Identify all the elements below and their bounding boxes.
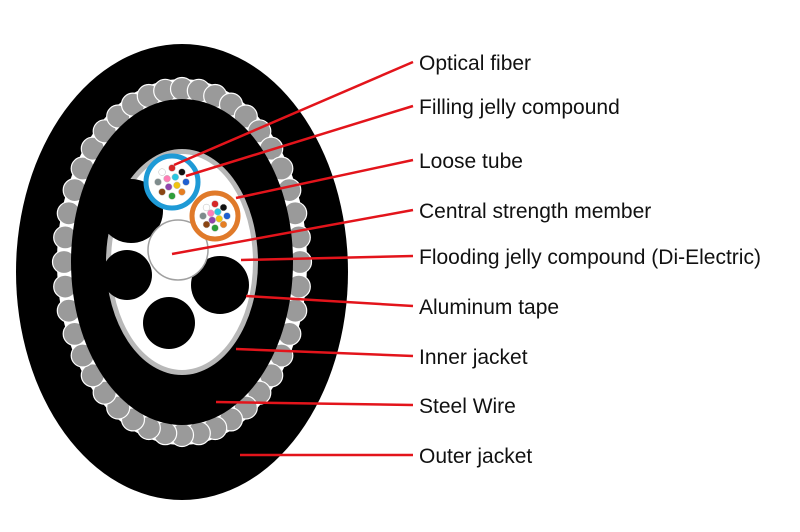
leader-inner-jacket [235, 347, 414, 358]
filler-rod [102, 250, 152, 300]
optical-fiber [178, 168, 186, 176]
label-inner-jacket: Inner jacket [419, 346, 528, 369]
labels: Optical fiber Filling jelly compound Loo… [419, 52, 761, 468]
optical-fiber [168, 164, 176, 172]
label-central-strength-member: Central strength member [419, 200, 651, 223]
label-optical-fiber: Optical fiber [419, 52, 531, 75]
leader-flooding-jelly-compound [240, 254, 414, 262]
optical-fiber [223, 212, 231, 220]
optical-fiber [178, 188, 186, 196]
label-outer-jacket: Outer jacket [419, 445, 532, 468]
optical-fiber [168, 192, 176, 200]
optical-fiber [202, 220, 211, 229]
optical-fiber [158, 168, 166, 176]
leader-filling-jelly-compound [185, 104, 414, 178]
optical-fiber [214, 208, 222, 216]
label-aluminum-tape: Aluminum tape [419, 296, 559, 319]
optical-fiber [219, 203, 228, 212]
optical-fiber [211, 224, 219, 232]
label-loose-tube: Loose tube [419, 150, 523, 173]
label-steel-wire: Steel Wire [419, 395, 516, 418]
leader-aluminum-tape [245, 294, 414, 308]
optical-fiber [163, 175, 171, 183]
filler-rod [191, 256, 249, 314]
leader-loose-tube [235, 158, 414, 200]
optical-fiber [211, 200, 219, 208]
optical-fiber [154, 178, 162, 186]
label-filling-jelly-compound: Filling jelly compound [419, 96, 620, 119]
optical-fiber [215, 215, 223, 223]
leader-lines [171, 60, 414, 457]
leader-optical-fiber [173, 60, 414, 167]
optical-fiber-bundle [199, 200, 231, 232]
cable-cross-section [16, 44, 348, 500]
optical-fiber [219, 220, 228, 229]
optical-fiber [202, 203, 211, 212]
filler-rod [143, 297, 195, 349]
optical-fiber [158, 188, 166, 196]
loose-tube-orange [189, 190, 241, 242]
loose-tube-blue [143, 153, 201, 211]
optical-fiber-bundle [154, 164, 190, 200]
optical-fiber [208, 216, 216, 224]
optical-fiber [207, 209, 215, 217]
central-strength-member [147, 219, 209, 281]
optical-fiber [171, 173, 179, 181]
label-flooding-jelly-compound: Flooding jelly compound (Di-Electric) [419, 246, 761, 269]
optical-fiber [182, 178, 190, 186]
optical-fiber [173, 181, 181, 189]
optical-fiber [165, 183, 173, 191]
loose-tube-wall [189, 190, 241, 242]
loose-tube-wall [143, 153, 201, 211]
leader-central-strength-member [171, 208, 414, 256]
leader-steel-wire [215, 400, 414, 407]
optical-fiber [199, 212, 207, 220]
